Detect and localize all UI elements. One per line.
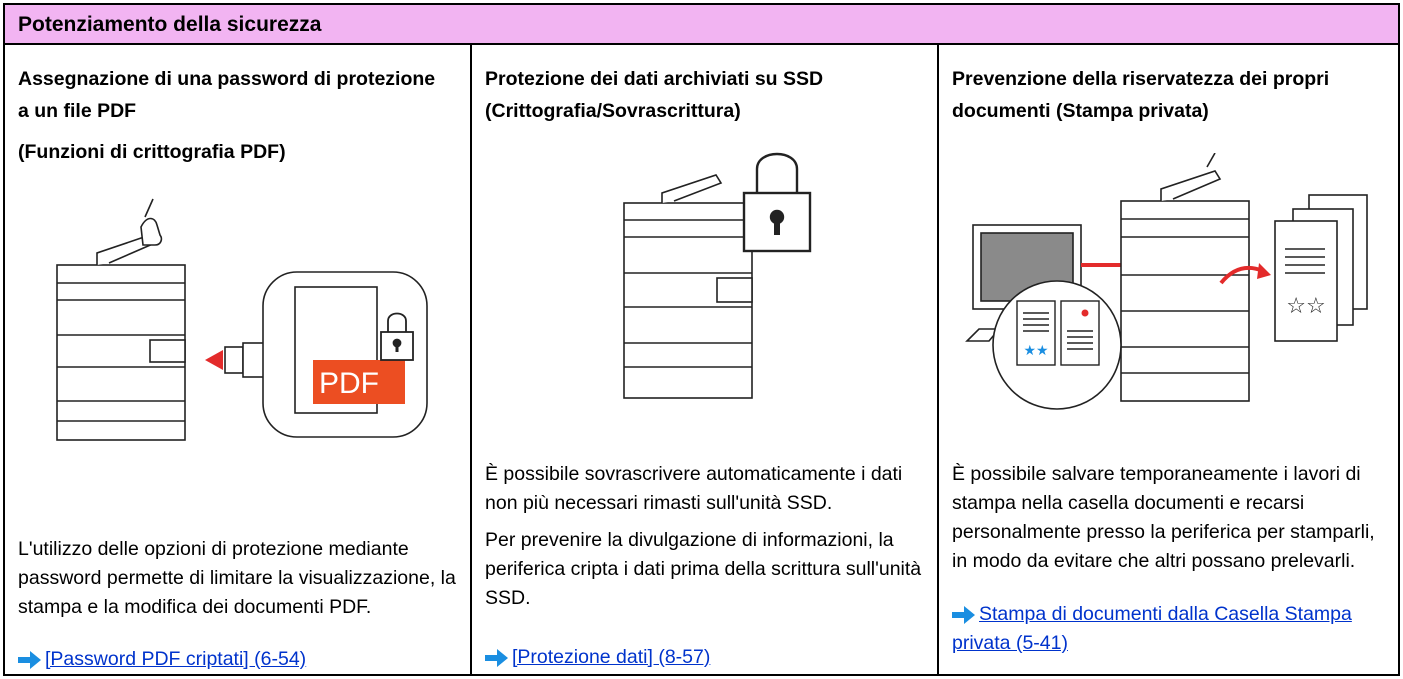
column-ssd-protection: Protezione dei dati archiviati su SSD (C… [470,45,935,674]
right-arrow-icon [952,605,975,624]
description-paragraph: È possibile salvare temporaneamente i la… [952,463,1375,572]
column-title: Prevenzione della riservatezza dei propr… [952,68,1330,122]
description-paragraph: Per prevenire la divulgazione di informa… [485,529,922,609]
description-paragraph: L'utilizzo delle opzioni di protezione m… [18,538,456,618]
printer-icon [623,174,753,399]
private-print-illustration: ☆☆ ★★ [965,153,1368,410]
page-title: Potenziamento della sicurezza [18,13,322,36]
column-pdf-encryption: Assegnazione di una password di protezio… [5,45,468,674]
right-arrow-icon [18,650,41,669]
pdf-label [313,360,405,404]
column-title: Assegnazione di una password di protezio… [18,68,436,122]
link-private-print[interactable]: Stampa di documenti dalla Casella Stampa… [952,603,1352,654]
pdf-encryption-illustration: PDF [56,198,428,441]
column-description: L'utilizzo delle opzioni di protezione m… [18,535,458,630]
link-pdf-password[interactable]: [Password PDF criptati] (6-54) [45,648,307,670]
column-subtitle: (Funzioni di crittografia PDF) [18,141,286,163]
document-icon [1016,300,1100,366]
column-description: È possibile salvare temporaneamente i la… [952,460,1392,584]
arrow-left-icon [205,350,223,370]
document-box-circle [992,280,1122,410]
reference-link-row: [Protezione dati] (8-57) [485,643,925,672]
reference-link-row: Stampa di documenti dalla Casella Stampa… [952,600,1372,658]
pdf-label-text: PDF [319,367,379,400]
column-description: È possibile sovrascrivere automaticament… [485,460,925,621]
description-paragraph: È possibile sovrascrivere automaticament… [485,463,903,514]
star-icon: ☆☆ [1286,293,1325,318]
security-panel: Potenziamento della sicurezza Assegnazio… [3,3,1400,676]
right-arrow-icon [485,648,508,667]
ssd-protection-illustration [623,152,812,399]
section-header: Potenziamento della sicurezza [5,5,1398,45]
column-title: Protezione dei dati archiviati su SSD (C… [485,68,824,122]
connection-line [1081,263,1121,267]
printer-icon [56,198,186,441]
padlock-icon [742,152,812,253]
column-private-print: Prevenzione della riservatezza dei propr… [937,45,1398,674]
printed-pages-icon [1274,194,1368,342]
link-data-protection[interactable]: [Protezione dati] (8-57) [512,646,711,668]
printer-icon [1120,153,1250,402]
reference-link-row: [Password PDF criptati] (6-54) [18,645,458,674]
padlock-icon [380,312,414,361]
star-icon: ★★ [1023,342,1048,358]
